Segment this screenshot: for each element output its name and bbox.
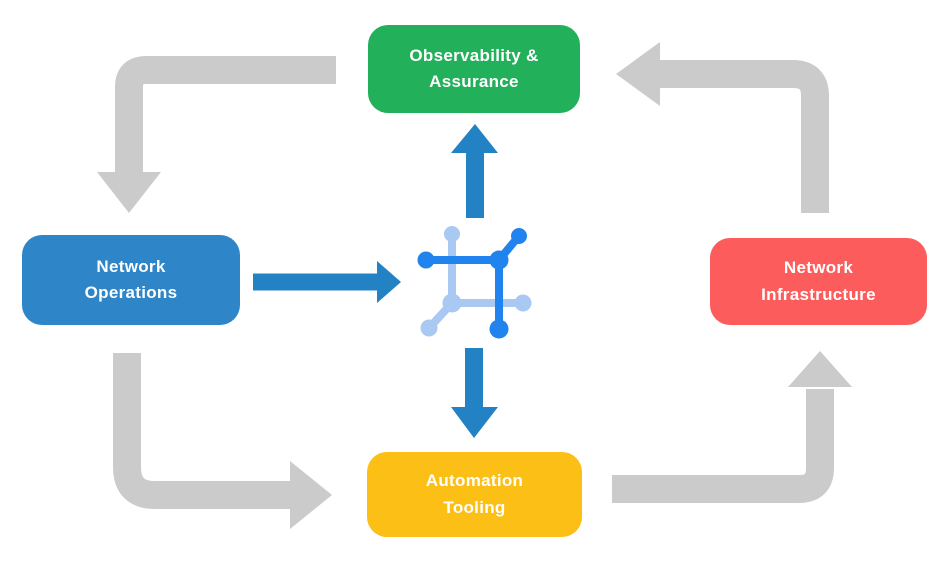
node-network-operations: Network Operations xyxy=(22,235,240,325)
arrow-automation-to-infrastructure xyxy=(612,351,852,503)
node-label-line: Observability & xyxy=(409,45,539,65)
node-label-line: Assurance xyxy=(429,72,519,91)
arrow-operations-to-hub xyxy=(253,261,401,303)
network-topology-icon xyxy=(417,226,532,339)
arrow-observability-to-operations xyxy=(97,56,336,213)
arrow-hub-to-observability xyxy=(451,124,498,218)
node-label-line: Network xyxy=(96,256,166,276)
arrow-infrastructure-to-observability xyxy=(616,42,829,213)
node-network-infrastructure: Network Infrastructure xyxy=(710,238,927,325)
arrow-hub-to-automation xyxy=(451,348,498,438)
node-label-line: Network xyxy=(783,258,854,278)
node-automation-tooling: Automation Tooling xyxy=(367,452,582,537)
arrow-operations-to-automation xyxy=(113,353,332,529)
node-label-line: Automation xyxy=(425,471,524,491)
node-label-line: Infrastructure xyxy=(761,284,876,304)
node-observability-assurance: Observability & Assurance xyxy=(368,25,580,113)
node-label-line: Operations xyxy=(84,283,178,302)
node-label-line: Tooling xyxy=(443,497,506,517)
